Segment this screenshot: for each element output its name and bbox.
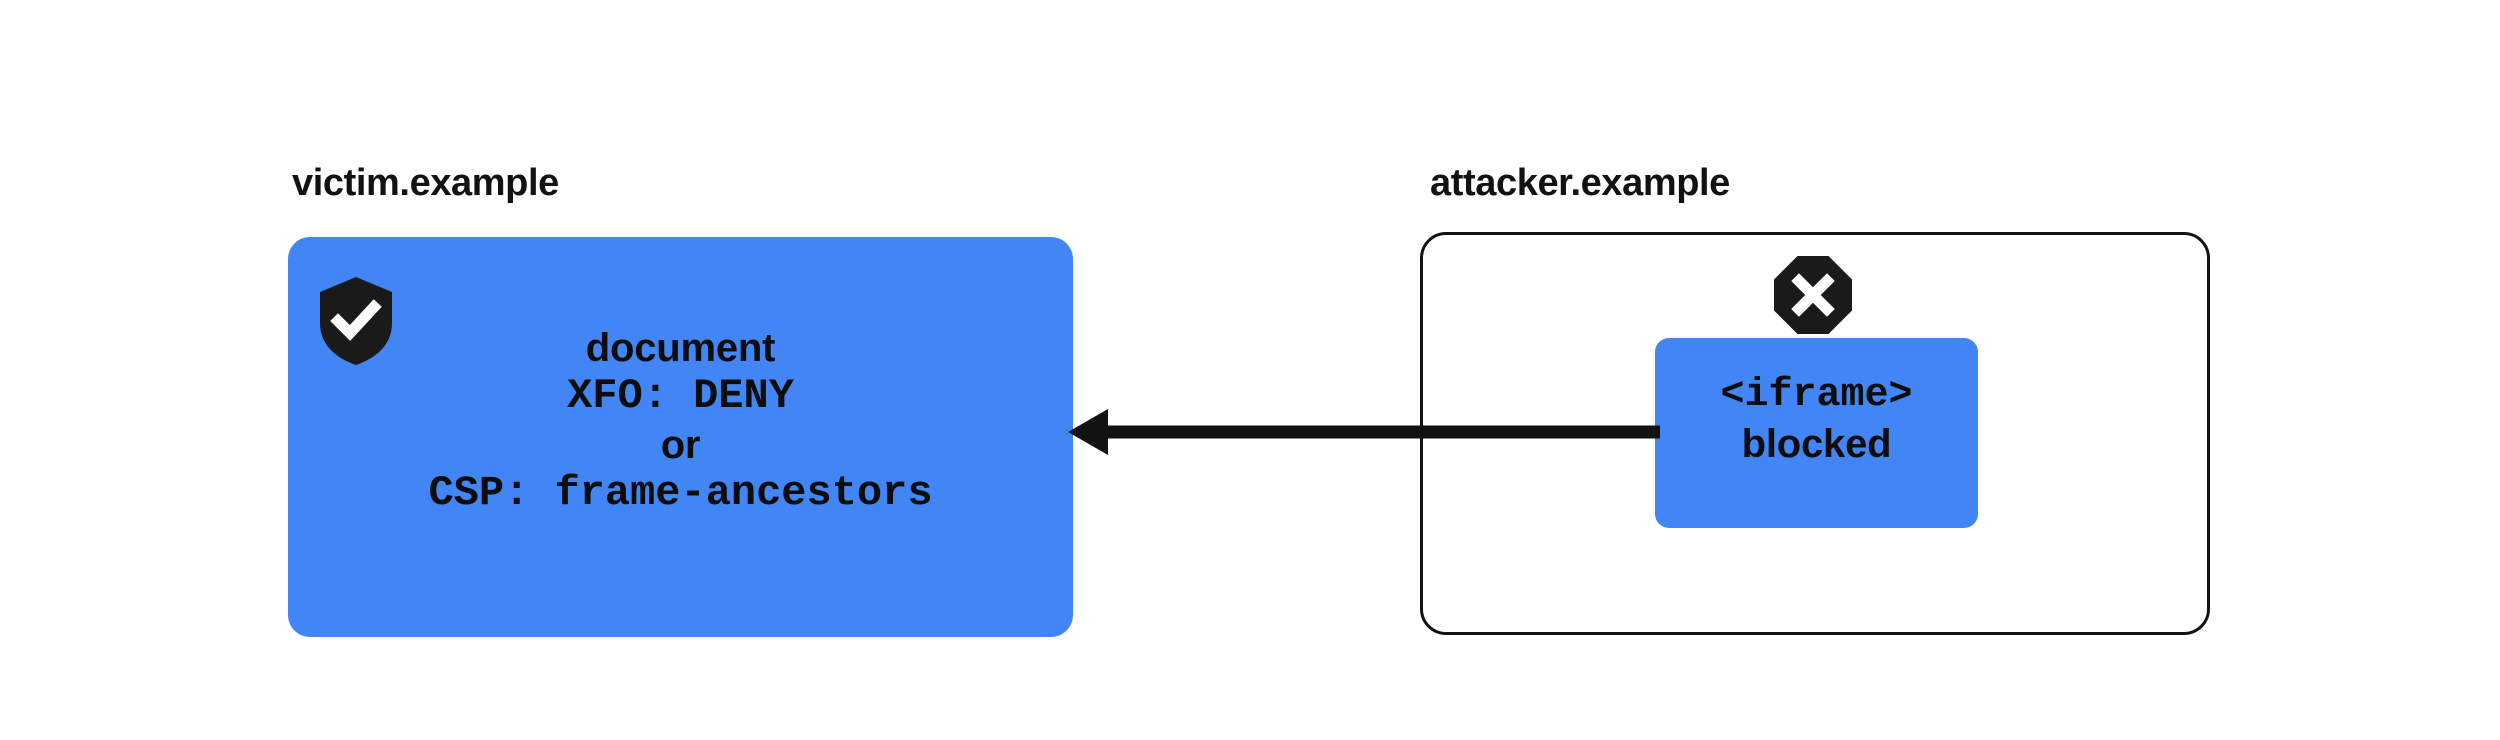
victim-line-xfo: XFO: DENY bbox=[567, 372, 794, 421]
iframe-line-blocked: blocked bbox=[1741, 422, 1892, 466]
iframe-card-text-block: <iframe> blocked bbox=[1655, 372, 1978, 468]
victim-document-card: document XFO: DENY or CSP: frame-ancesto… bbox=[288, 237, 1073, 637]
victim-domain-label: victim.example bbox=[292, 162, 559, 204]
blocked-iframe-card: <iframe> blocked bbox=[1655, 338, 1978, 528]
iframe-line-tag: <iframe> bbox=[1720, 373, 1913, 418]
shield-check-icon bbox=[316, 275, 396, 367]
victim-line-or: or bbox=[660, 422, 701, 467]
attacker-domain-label: attacker.example bbox=[1430, 162, 1730, 204]
victim-line-csp: CSP: frame-ancestors bbox=[428, 468, 933, 517]
blocked-octagon-x-icon bbox=[1773, 255, 1853, 335]
victim-line-document: document bbox=[585, 326, 776, 370]
blocked-framing-arrow bbox=[1068, 409, 1660, 455]
victim-card-text-block: document XFO: DENY or CSP: frame-ancesto… bbox=[288, 325, 1073, 518]
